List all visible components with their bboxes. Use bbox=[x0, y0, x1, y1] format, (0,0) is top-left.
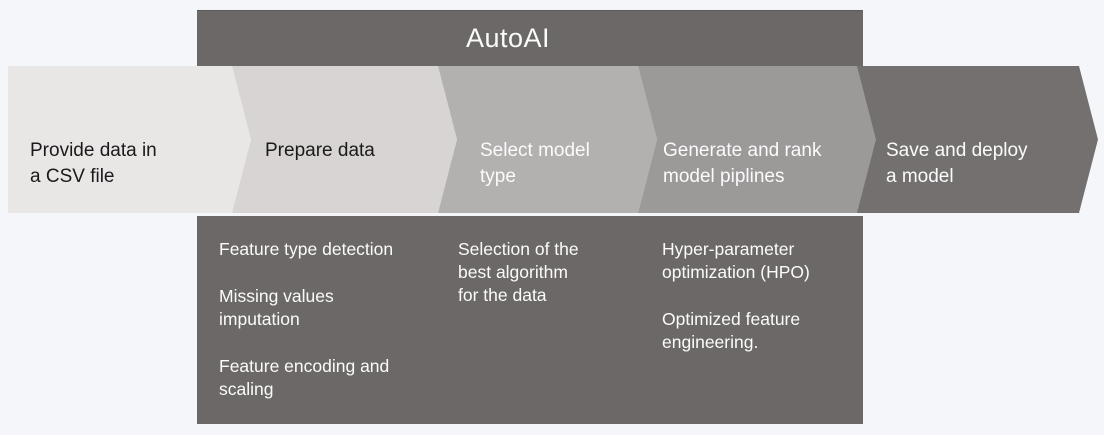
details-column-prepare-data: Feature type detection Missing values im… bbox=[219, 238, 434, 425]
detail-item: Feature type detection bbox=[219, 239, 394, 259]
detail-item: Hyper-parameter optimization (HPO) bbox=[662, 239, 810, 282]
details-column-generate-rank: Hyper-parameter optimization (HPO) Optim… bbox=[662, 238, 852, 378]
process-step-select-model-type: Select model type bbox=[438, 66, 657, 213]
detail-item: Selection of the best algorithm for the … bbox=[458, 239, 579, 305]
title-bar: AutoAI bbox=[197, 10, 863, 66]
process-step-label: Provide data in a CSV file bbox=[30, 140, 157, 187]
detail-item: Optimized feature engineering. bbox=[662, 309, 801, 352]
details-column-select-model: Selection of the best algorithm for the … bbox=[458, 238, 638, 331]
detail-item: Feature encoding and scaling bbox=[219, 356, 390, 399]
process-step-label: Select model type bbox=[480, 140, 590, 187]
process-step-label: Save and deploy a model bbox=[886, 140, 1028, 187]
detail-item: Missing values imputation bbox=[219, 286, 334, 329]
process-step-label: Prepare data bbox=[265, 140, 375, 161]
process-step-generate-rank-pipelines: Generate and rank model piplines bbox=[638, 66, 877, 213]
details-panel: Feature type detection Missing values im… bbox=[197, 216, 863, 424]
process-step-provide-data: Provide data in a CSV file bbox=[8, 66, 251, 213]
process-step-save-deploy-model: Save and deploy a model bbox=[857, 66, 1098, 213]
process-step-prepare-data: Prepare data bbox=[232, 66, 457, 213]
diagram-title: AutoAI bbox=[465, 23, 551, 53]
process-step-label: Generate and rank model piplines bbox=[663, 140, 822, 187]
